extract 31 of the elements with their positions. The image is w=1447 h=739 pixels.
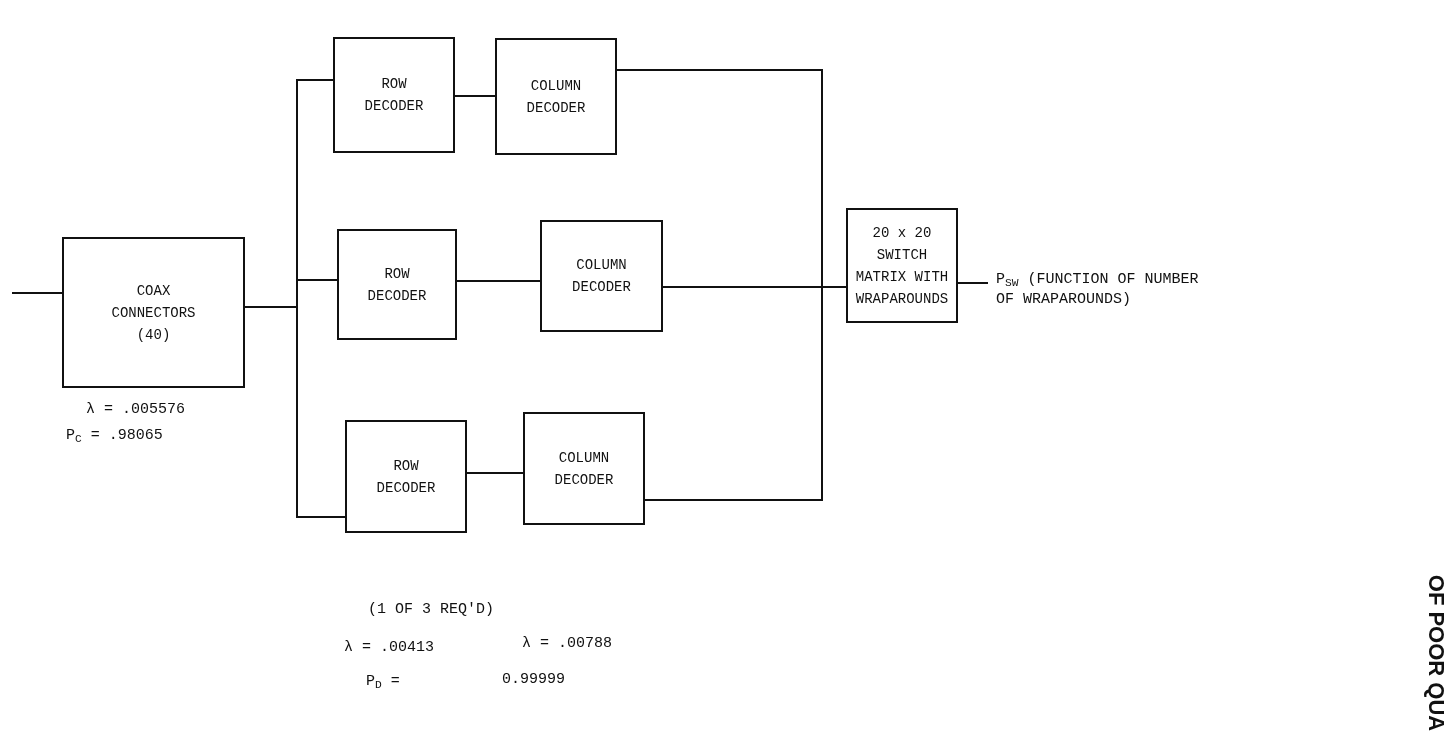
block-box xyxy=(333,37,455,153)
connector-line xyxy=(11,292,63,294)
block-label: COLUMN DECODER xyxy=(525,76,587,118)
parameter-text: λ = .005576 xyxy=(86,400,187,420)
block-label: 20 x 20 SWITCH MATRIX WITH WRAPAROUNDS xyxy=(854,223,950,309)
parameter-text: λ = .00788 xyxy=(522,634,613,654)
connector-line xyxy=(454,95,496,97)
block-box xyxy=(846,208,958,323)
stamp-text: OF POOR QUA xyxy=(1423,574,1447,732)
parameter-text: (1 OF 3 REQ'D) xyxy=(368,600,496,620)
block-box xyxy=(62,237,245,388)
block-box xyxy=(345,420,467,533)
block-label: ROW DECODER xyxy=(375,456,437,498)
block-label: COLUMN DECODER xyxy=(553,448,615,490)
block-box xyxy=(540,220,663,332)
parameter-text: λ = .00413 xyxy=(344,638,435,658)
block-label: COLUMN DECODER xyxy=(571,256,632,297)
parameter-text: P$_{SW}$ (FUNCTION OF NUMBER OF WRAPAROUNDS) xyxy=(996,270,1200,310)
block-box xyxy=(523,412,645,525)
block-box xyxy=(337,229,457,340)
connector-line xyxy=(957,282,989,284)
parameter-text: P$_{D}$ = xyxy=(366,672,401,692)
connector-line xyxy=(244,306,346,518)
block-label: ROW DECODER xyxy=(366,264,428,306)
connector-line xyxy=(456,280,541,282)
parameter-text: 0.99999 xyxy=(502,670,566,690)
block-label: COAX CONNECTORS (40) xyxy=(110,281,197,345)
connector-line xyxy=(466,472,524,474)
block-box xyxy=(495,38,617,155)
parameter-text: P$_{C}$ = .98065 xyxy=(66,426,164,446)
block-label: ROW DECODER xyxy=(363,75,425,116)
